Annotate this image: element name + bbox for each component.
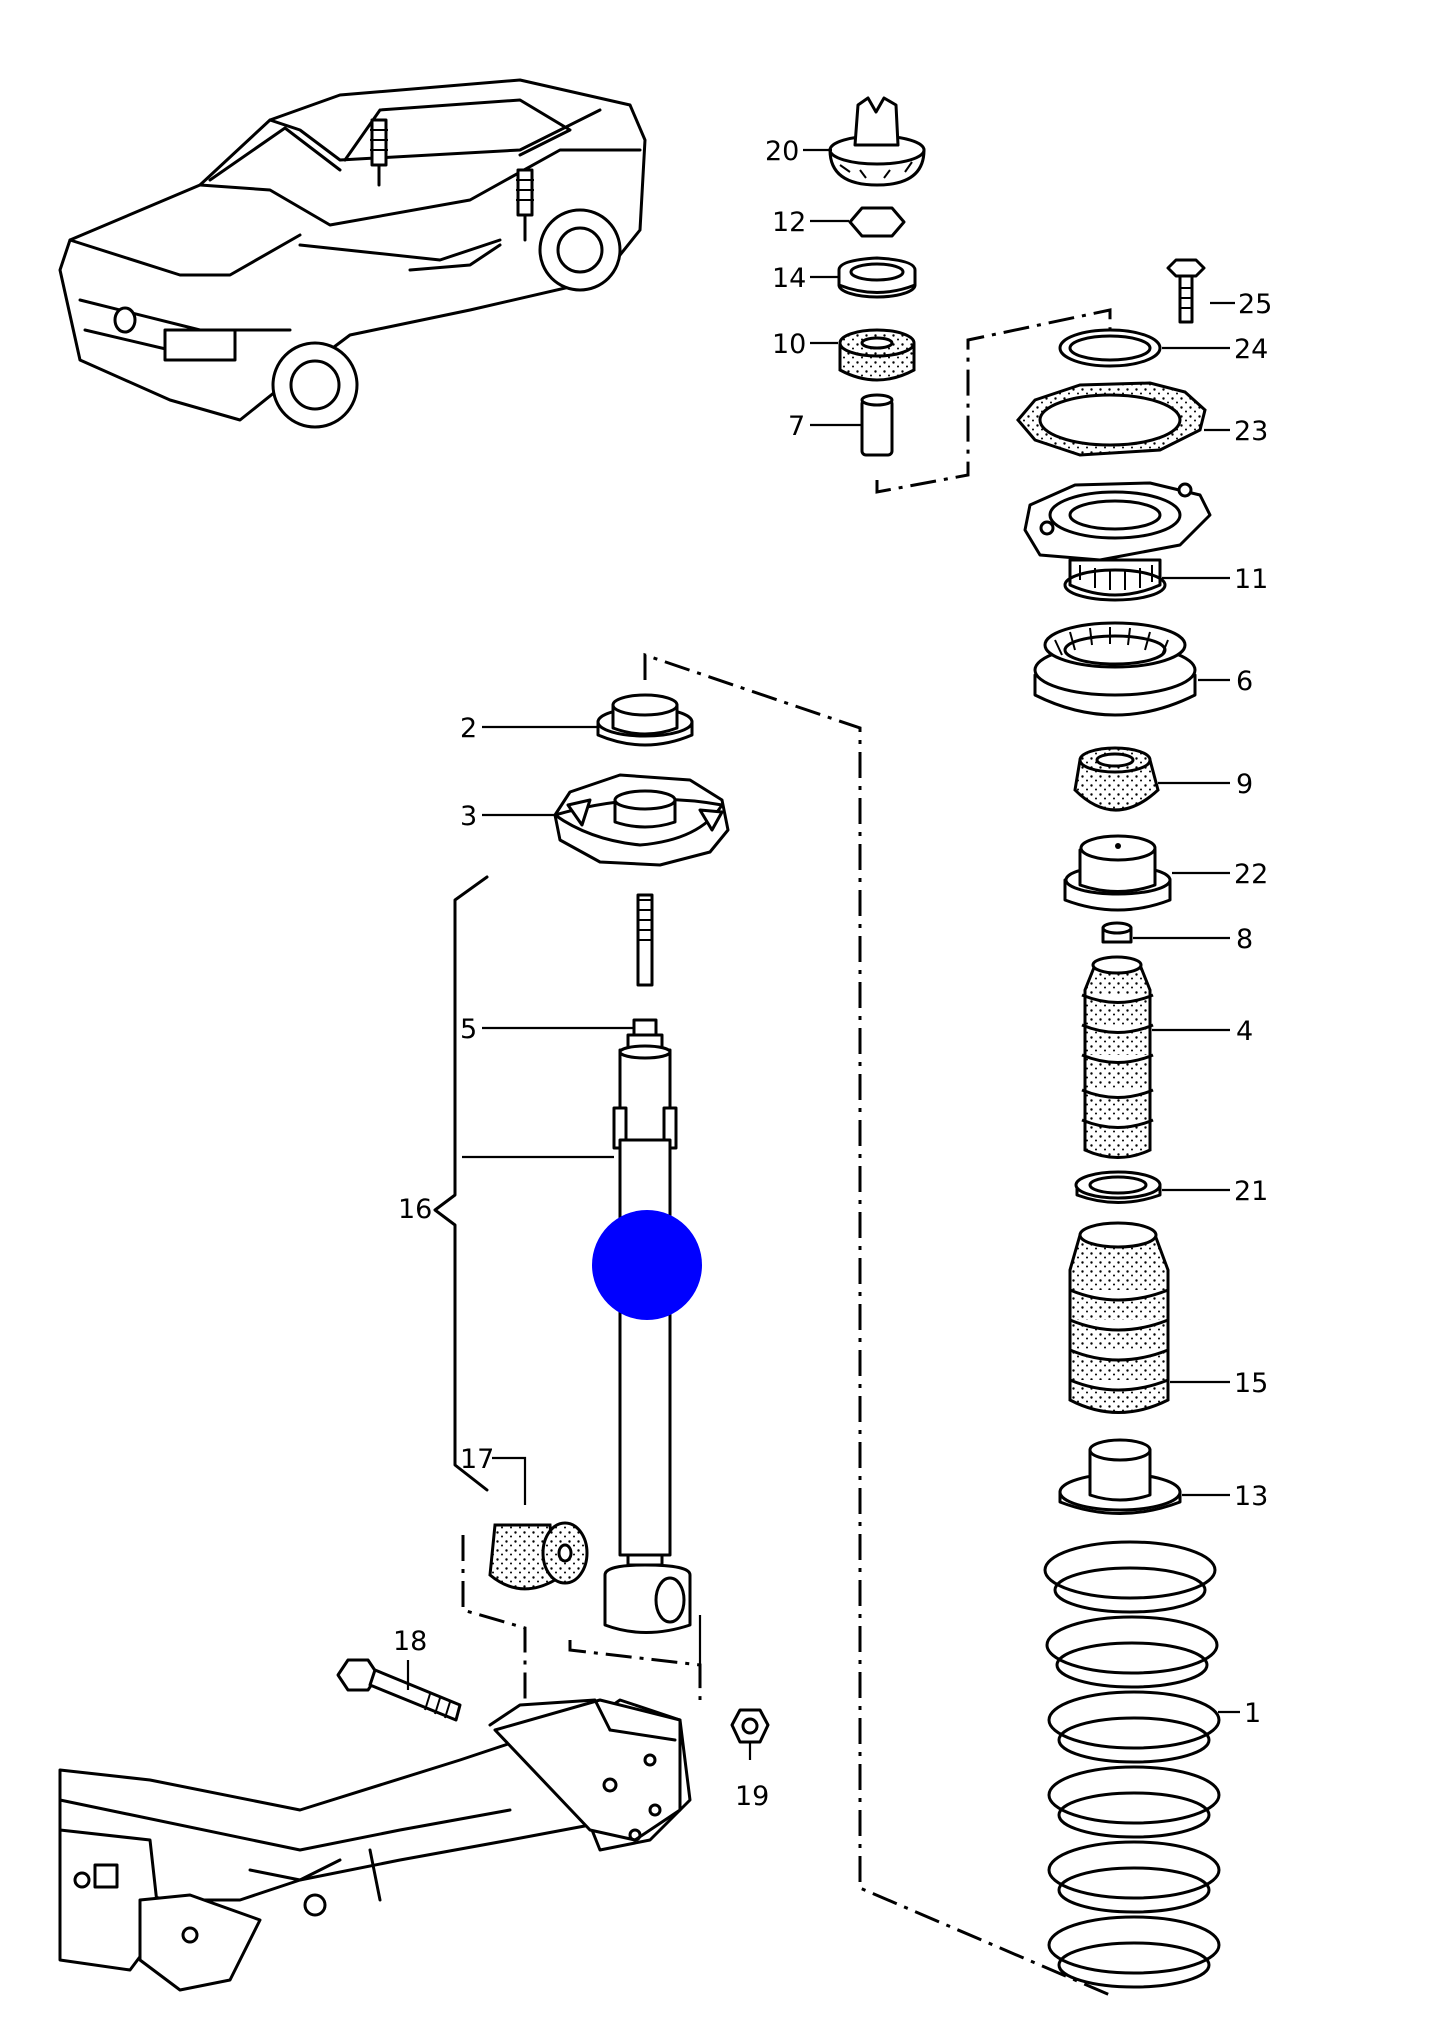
- part-25-bolt: [1166, 258, 1206, 324]
- label-4: 4: [1236, 1016, 1253, 1047]
- part-15-boot: [1068, 1221, 1170, 1414]
- assembly-line-17: [461, 1535, 527, 1700]
- part-3-spring-plate: [553, 773, 730, 867]
- label-23: 23: [1234, 416, 1268, 447]
- label-6: 6: [1236, 666, 1253, 697]
- callout-labels: 20 12 14 10 7 25 24 23 11 6 9 22 8 4 21 …: [393, 136, 1272, 1812]
- label-3: 3: [460, 801, 477, 832]
- part-9-cap: [1073, 746, 1160, 812]
- label-13: 13: [1234, 1481, 1268, 1512]
- part-18-bolt: [336, 1658, 462, 1722]
- label-17: 17: [460, 1444, 494, 1475]
- bracket-16: [433, 875, 489, 1492]
- part-4-bump-stop: [1081, 955, 1154, 1159]
- label-10: 10: [772, 329, 806, 360]
- part-1-coil-spring: [1043, 1540, 1221, 1989]
- label-5: 5: [460, 1014, 477, 1045]
- assembly-line-2-1: [643, 652, 1111, 1997]
- label-9: 9: [1236, 769, 1253, 800]
- part-12-nut: [848, 206, 906, 238]
- label-15: 15: [1234, 1368, 1268, 1399]
- part-6-bearing: [1033, 621, 1197, 717]
- part-11-strut-mount: [1023, 481, 1212, 602]
- part-19-nut: [730, 1708, 770, 1744]
- part-5-shock-absorber: [603, 893, 692, 1634]
- part-14-washer: [837, 256, 917, 299]
- part-23-gasket: [1016, 381, 1207, 457]
- label-22: 22: [1234, 859, 1268, 890]
- label-18: 18: [393, 1626, 427, 1657]
- part-20-clip: [828, 96, 926, 187]
- label-25: 25: [1238, 289, 1272, 320]
- label-19: 19: [735, 1781, 769, 1812]
- part-22-stop-cup: [1063, 834, 1172, 912]
- part-2-sleeve: [596, 693, 694, 747]
- part-21-ring: [1074, 1170, 1162, 1204]
- label-8: 8: [1236, 924, 1253, 955]
- label-1: 1: [1244, 1698, 1261, 1729]
- part-13-spring-seat: [1058, 1438, 1182, 1515]
- assembly-line-7-24: [875, 308, 1112, 494]
- label-14: 14: [772, 263, 806, 294]
- label-16: 16: [398, 1194, 432, 1225]
- assembly-line-shock: [568, 1640, 702, 1700]
- highlight-marker: [592, 1210, 702, 1320]
- label-2: 2: [460, 713, 477, 744]
- label-21: 21: [1234, 1176, 1268, 1207]
- part-17-bushing: [488, 1521, 589, 1591]
- part-10-bushing: [838, 328, 916, 382]
- rear-axle-assembly: [58, 1698, 692, 1992]
- label-12: 12: [772, 207, 806, 238]
- car-illustration: [58, 78, 647, 429]
- label-7: 7: [788, 411, 805, 442]
- label-11: 11: [1234, 564, 1268, 595]
- leader-lines: [406, 148, 1240, 1760]
- label-24: 24: [1234, 334, 1268, 365]
- part-7-sleeve: [860, 393, 894, 457]
- label-20: 20: [765, 136, 799, 167]
- part-8-spacer: [1101, 921, 1133, 944]
